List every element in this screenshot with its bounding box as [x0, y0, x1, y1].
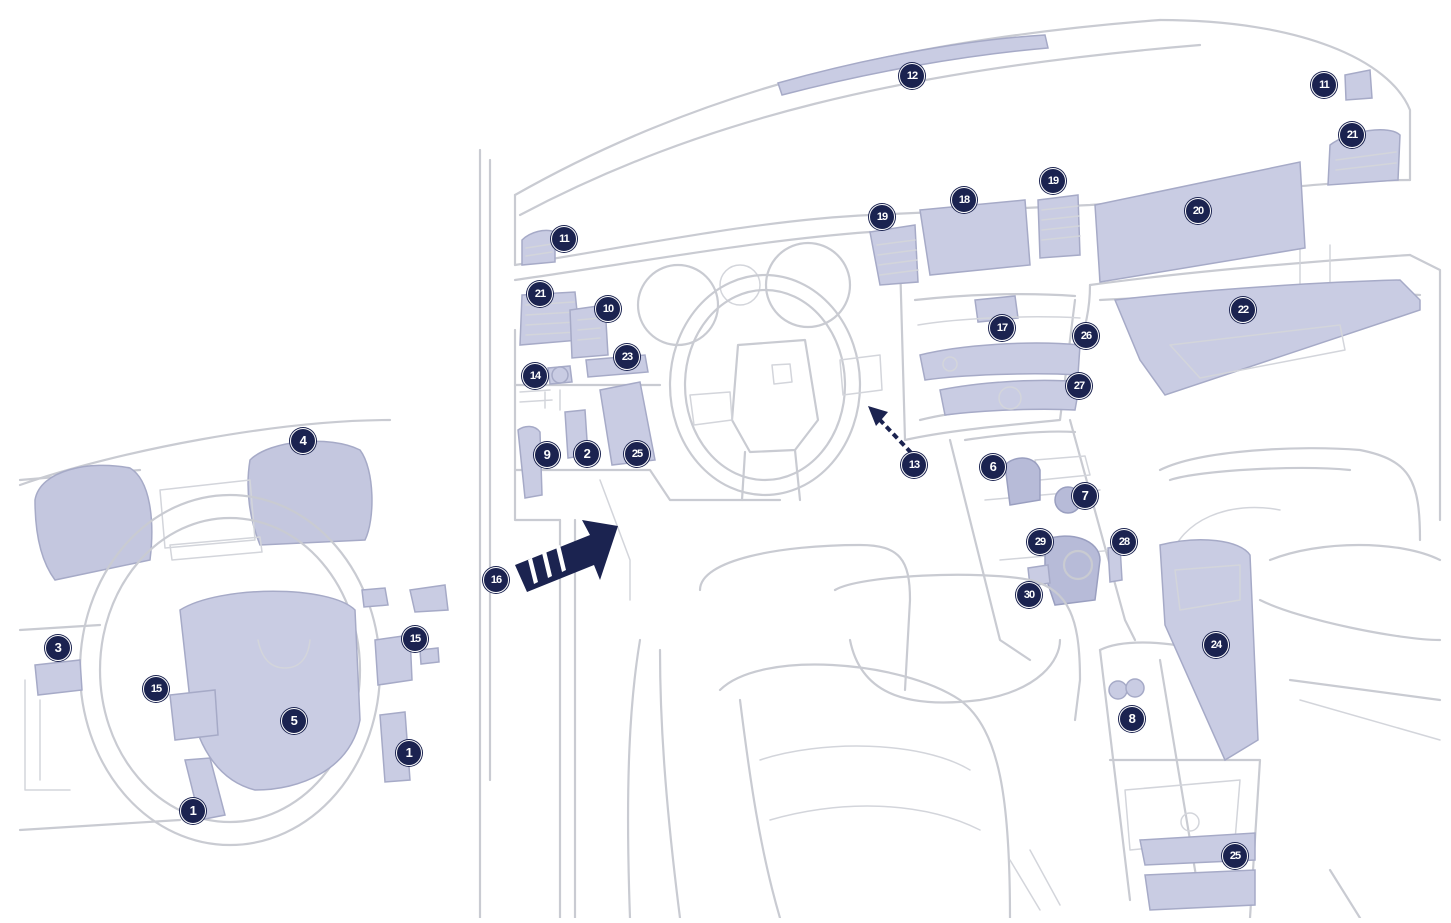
callout-26: 26: [1073, 323, 1099, 349]
callout-11-right: 11: [1311, 72, 1337, 98]
callout-23: 23: [614, 344, 640, 370]
view-arrow: [515, 520, 618, 592]
column-arrow: [868, 406, 920, 462]
main-steering-wheel: [636, 241, 883, 502]
callout-12: 12: [899, 63, 925, 89]
callout-11-left: 11: [551, 226, 577, 252]
callout-25-rear: 25: [1222, 843, 1248, 869]
driver-seat: [558, 518, 1082, 920]
callout-2: 2: [574, 441, 600, 467]
callout-30: 30: [1016, 582, 1042, 608]
callout-19-right: 19: [1040, 168, 1066, 194]
callout-17: 17: [989, 315, 1015, 341]
callout-16: 16: [483, 567, 509, 593]
callout-21-right: 21: [1339, 122, 1365, 148]
callout-4: 4: [290, 428, 316, 454]
callout-15-right: 15: [402, 626, 428, 652]
callout-29: 29: [1027, 529, 1053, 555]
callout-3: 3: [45, 635, 71, 661]
vents-and-panels: [519, 34, 1421, 911]
callout-8: 8: [1119, 706, 1145, 732]
callout-14: 14: [522, 363, 548, 389]
callout-1-right: 1: [396, 740, 422, 766]
callout-13: 13: [901, 452, 927, 478]
callout-7: 7: [1072, 483, 1098, 509]
callout-20: 20: [1185, 198, 1211, 224]
callout-6: 6: [980, 454, 1006, 480]
left-lower-controls: [517, 304, 656, 499]
callout-15-left: 15: [143, 676, 169, 702]
callout-21-left: 21: [527, 281, 553, 307]
callout-19-left: 19: [869, 204, 895, 230]
callout-22: 22: [1230, 297, 1256, 323]
callout-18: 18: [951, 187, 977, 213]
callout-28: 28: [1111, 529, 1137, 555]
inset-wheel-view: [18, 418, 449, 847]
callout-10: 10: [595, 296, 621, 322]
callout-1-left: 1: [180, 798, 206, 824]
callout-27: 27: [1066, 373, 1092, 399]
callout-24: 24: [1203, 632, 1229, 658]
callout-9: 9: [534, 442, 560, 468]
dashboard-outline: [478, 18, 1442, 920]
callout-25-front: 25: [624, 441, 650, 467]
callout-5: 5: [281, 708, 307, 734]
